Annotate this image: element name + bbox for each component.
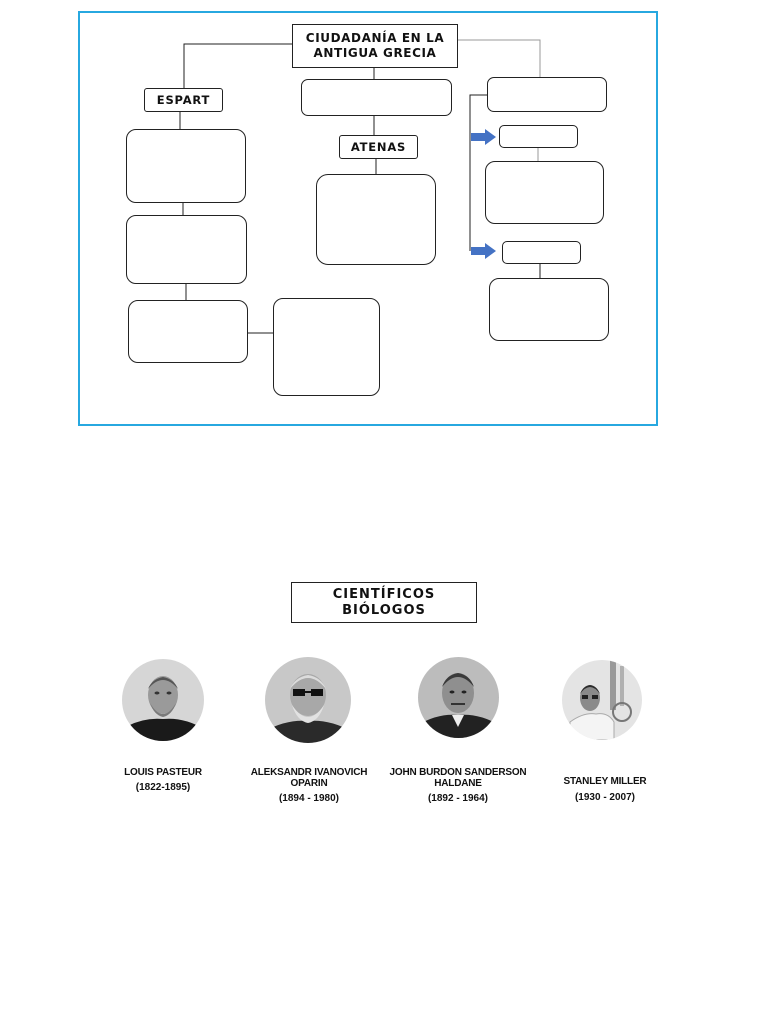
portrait-aleksandr-oparin [265, 657, 351, 743]
map-title: CIUDADANÍA EN LA ANTIGUA GRECIA [292, 24, 458, 68]
empty-box-atenas[interactable] [316, 174, 436, 265]
empty-box-esparta-3[interactable] [128, 300, 248, 363]
connector-title-esparta [183, 43, 292, 88]
portrait-john-haldane [418, 657, 499, 738]
scientist-name-1: LOUIS PASTEUR [83, 767, 243, 778]
concept-map-connectors [179, 39, 541, 334]
empty-box-right-2[interactable] [489, 278, 609, 341]
scientists-title: CIENTÍFICOS BIÓLOGOS [291, 582, 477, 623]
portrait-stanley-miller [562, 660, 642, 740]
scientist-name-4: STANLEY MILLER [525, 776, 685, 787]
scientist-name-line: LOUIS PASTEUR [124, 767, 202, 778]
connector-title-right [457, 39, 541, 77]
scientist-dates-4: (1930 - 2007) [574, 792, 636, 803]
esparta-label: ESPART [144, 88, 223, 112]
empty-box-esparta-1[interactable] [126, 129, 246, 203]
scientist-dates-3: (1892 - 1964) [427, 793, 489, 804]
scientist-name-3: JOHN BURDON SANDERSON HALDANE [378, 767, 538, 789]
empty-box-middle[interactable] [301, 79, 452, 116]
scientist-name-line: OPARIN [290, 778, 328, 789]
concept-map-frame [78, 11, 658, 426]
scientist-name-2: ALEKSANDR IVANOVICH OPARIN [229, 767, 389, 789]
empty-label-right-1[interactable] [499, 125, 578, 148]
empty-box-right-top[interactable] [487, 77, 607, 112]
atenas-label: ATENAS [339, 135, 418, 159]
empty-box-esparta-2[interactable] [126, 215, 247, 284]
map-title-line2: ANTIGUA GRECIA [313, 46, 437, 60]
scientists-title-line1: CIENTÍFICOS [332, 586, 436, 602]
empty-label-right-2[interactable] [502, 241, 581, 264]
scientists-title-line2: BIÓLOGOS [342, 602, 426, 618]
scientist-name-line: STANLEY MILLER [563, 776, 647, 787]
scientist-dates-2: (1894 - 1980) [278, 793, 340, 804]
scientist-name-line: ALEKSANDR IVANOVICH [250, 767, 368, 778]
arrow-right-icon [471, 129, 496, 145]
scientist-name-line: JOHN BURDON SANDERSON [389, 767, 527, 778]
empty-box-esparta-4[interactable] [273, 298, 380, 396]
map-title-line1: CIUDADANÍA EN LA [305, 31, 445, 45]
arrow-right-icon [471, 243, 496, 259]
scientist-name-line: HALDANE [434, 778, 482, 789]
empty-box-right-1[interactable] [485, 161, 604, 224]
scientist-dates-1: (1822-1895) [135, 782, 191, 793]
portrait-louis-pasteur [122, 659, 204, 741]
connector-right-bracket [469, 94, 487, 251]
